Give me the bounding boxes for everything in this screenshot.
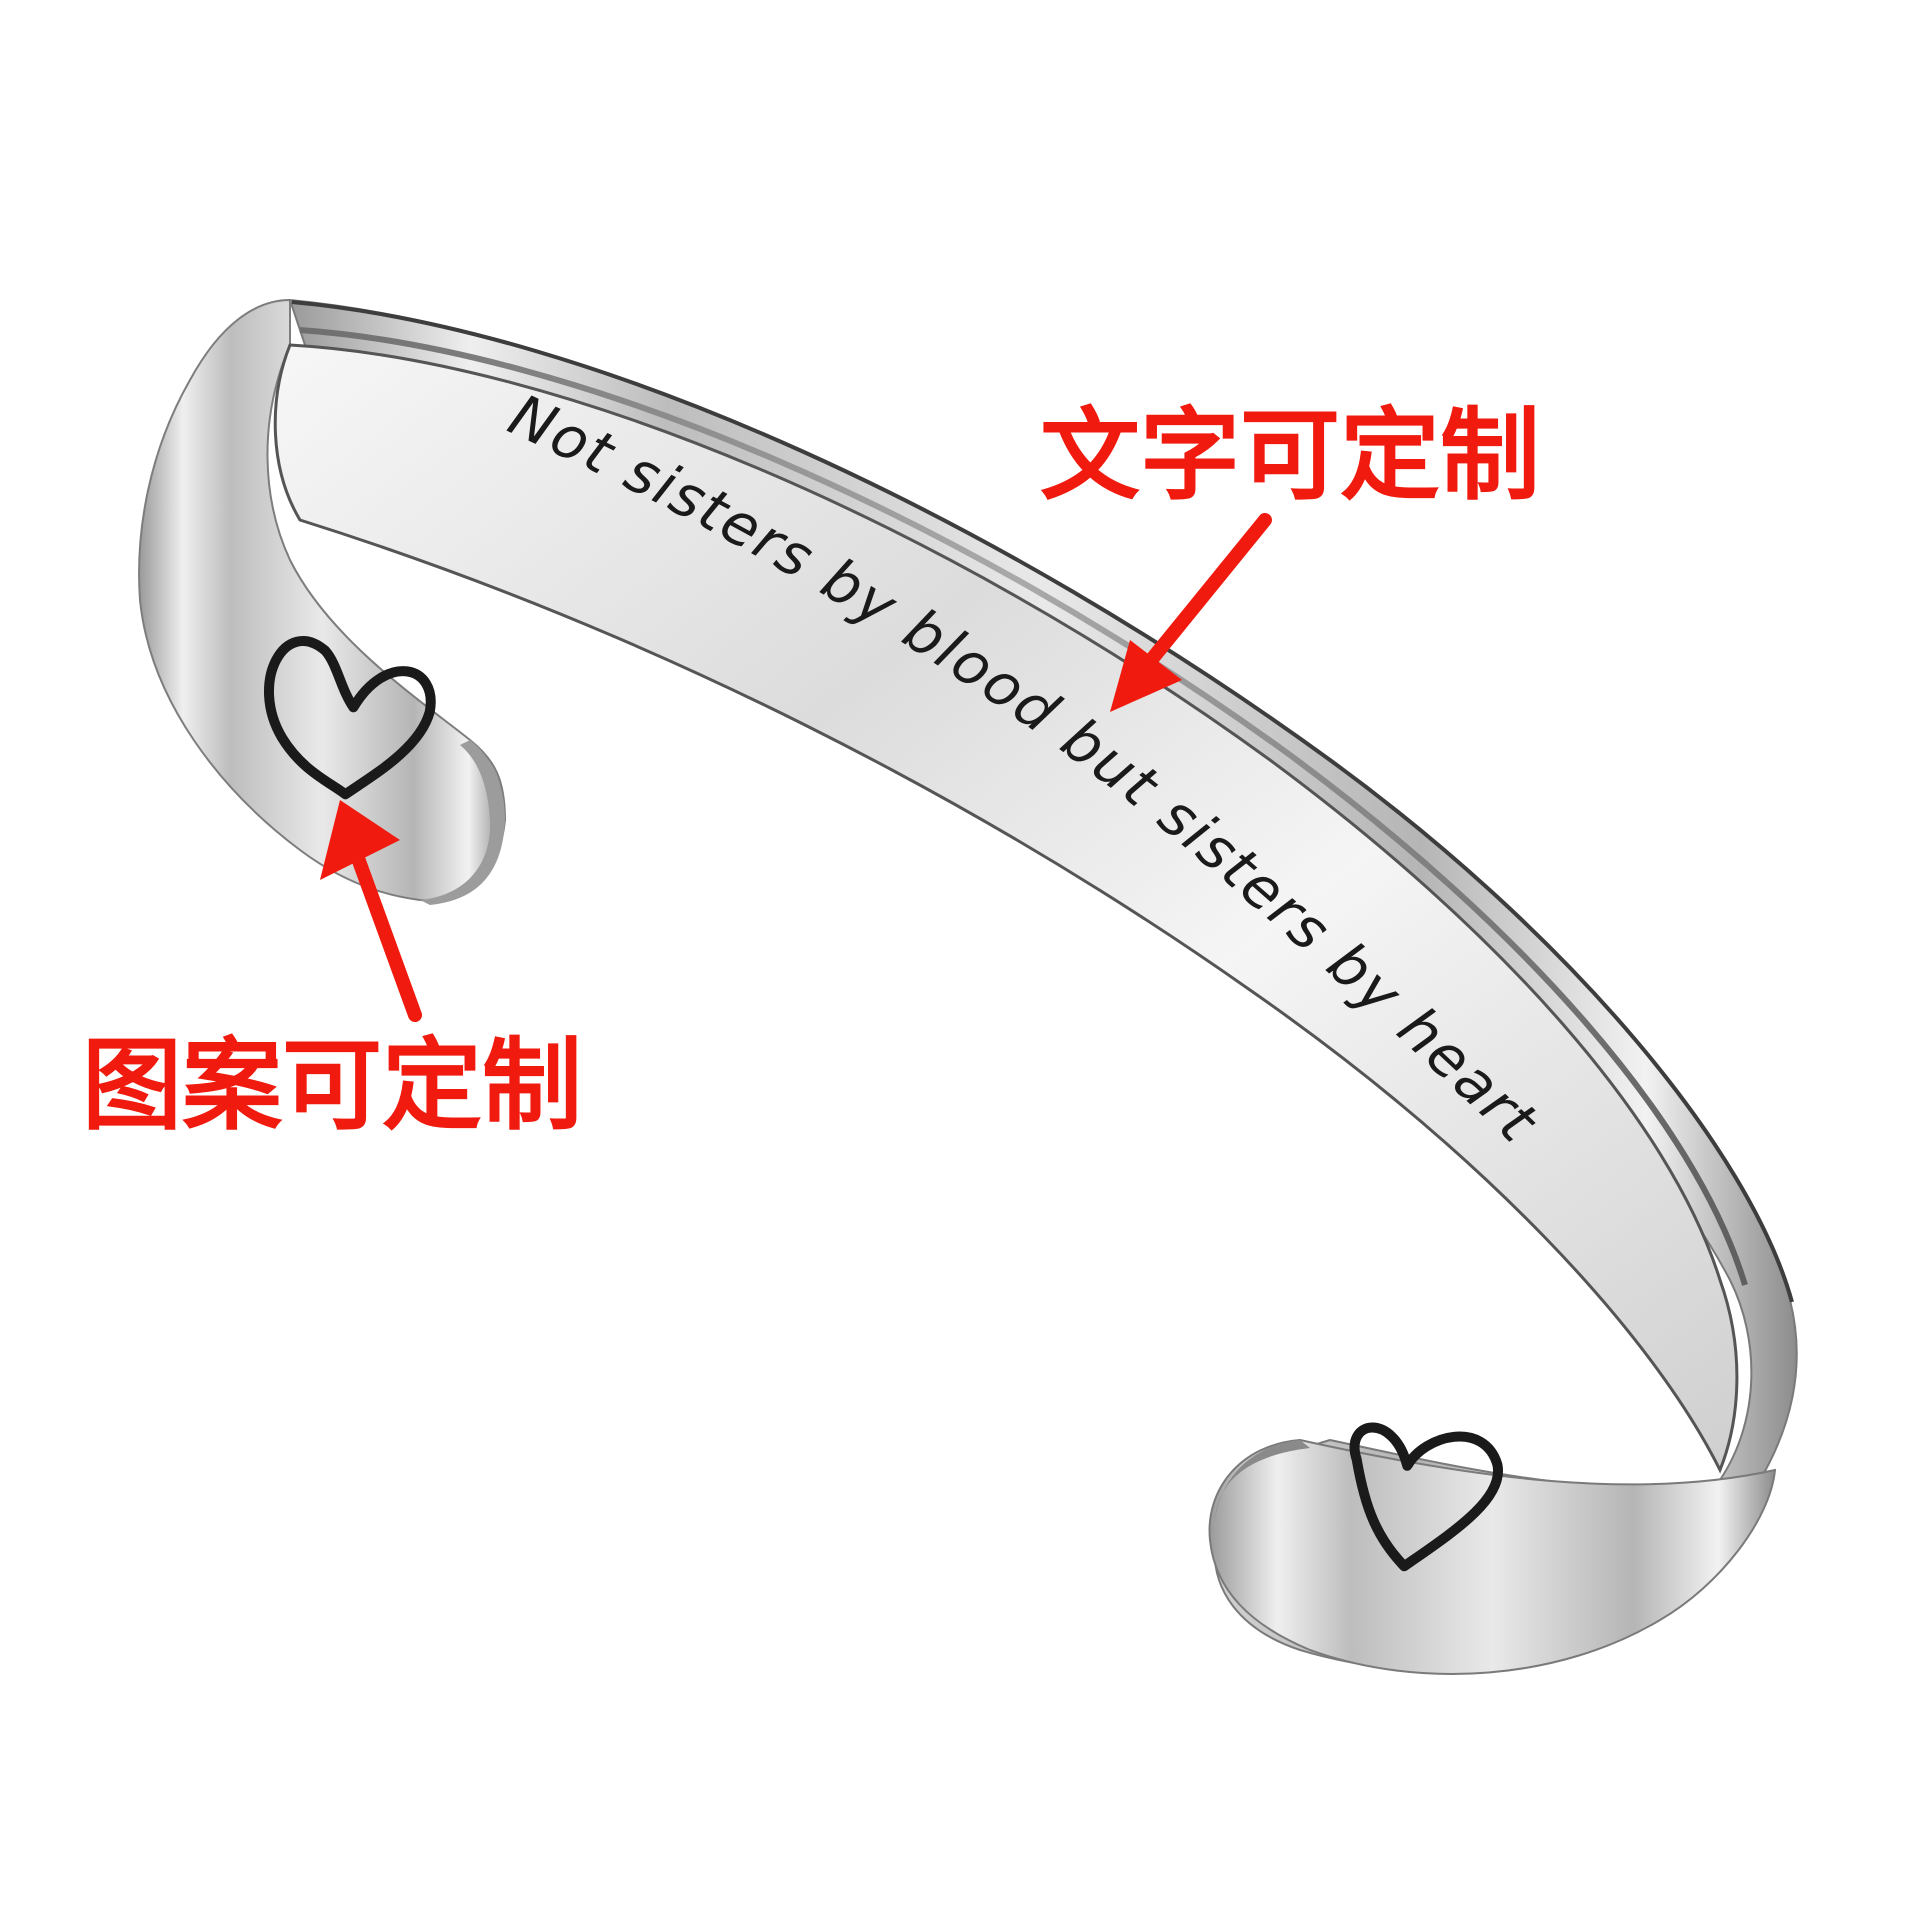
band-right-end [1208, 1438, 1777, 1675]
band-right-end-edge [1215, 1440, 1310, 1520]
callout-pattern-customizable: 图案可定制 [82, 1027, 582, 1144]
arrow-to-text [1110, 513, 1272, 712]
arrow-to-pattern [320, 800, 422, 1022]
band-outer-left [138, 298, 507, 902]
callout-text-customizable: 文字可定制 [1040, 397, 1540, 514]
band-inner-surface [273, 343, 1739, 1474]
heart-icon [1349, 1422, 1504, 1572]
band-inner-rim [299, 327, 1748, 1286]
band-left-end-edge [420, 740, 505, 905]
heart-icon [264, 636, 436, 800]
band-top-rim [291, 300, 1794, 1303]
